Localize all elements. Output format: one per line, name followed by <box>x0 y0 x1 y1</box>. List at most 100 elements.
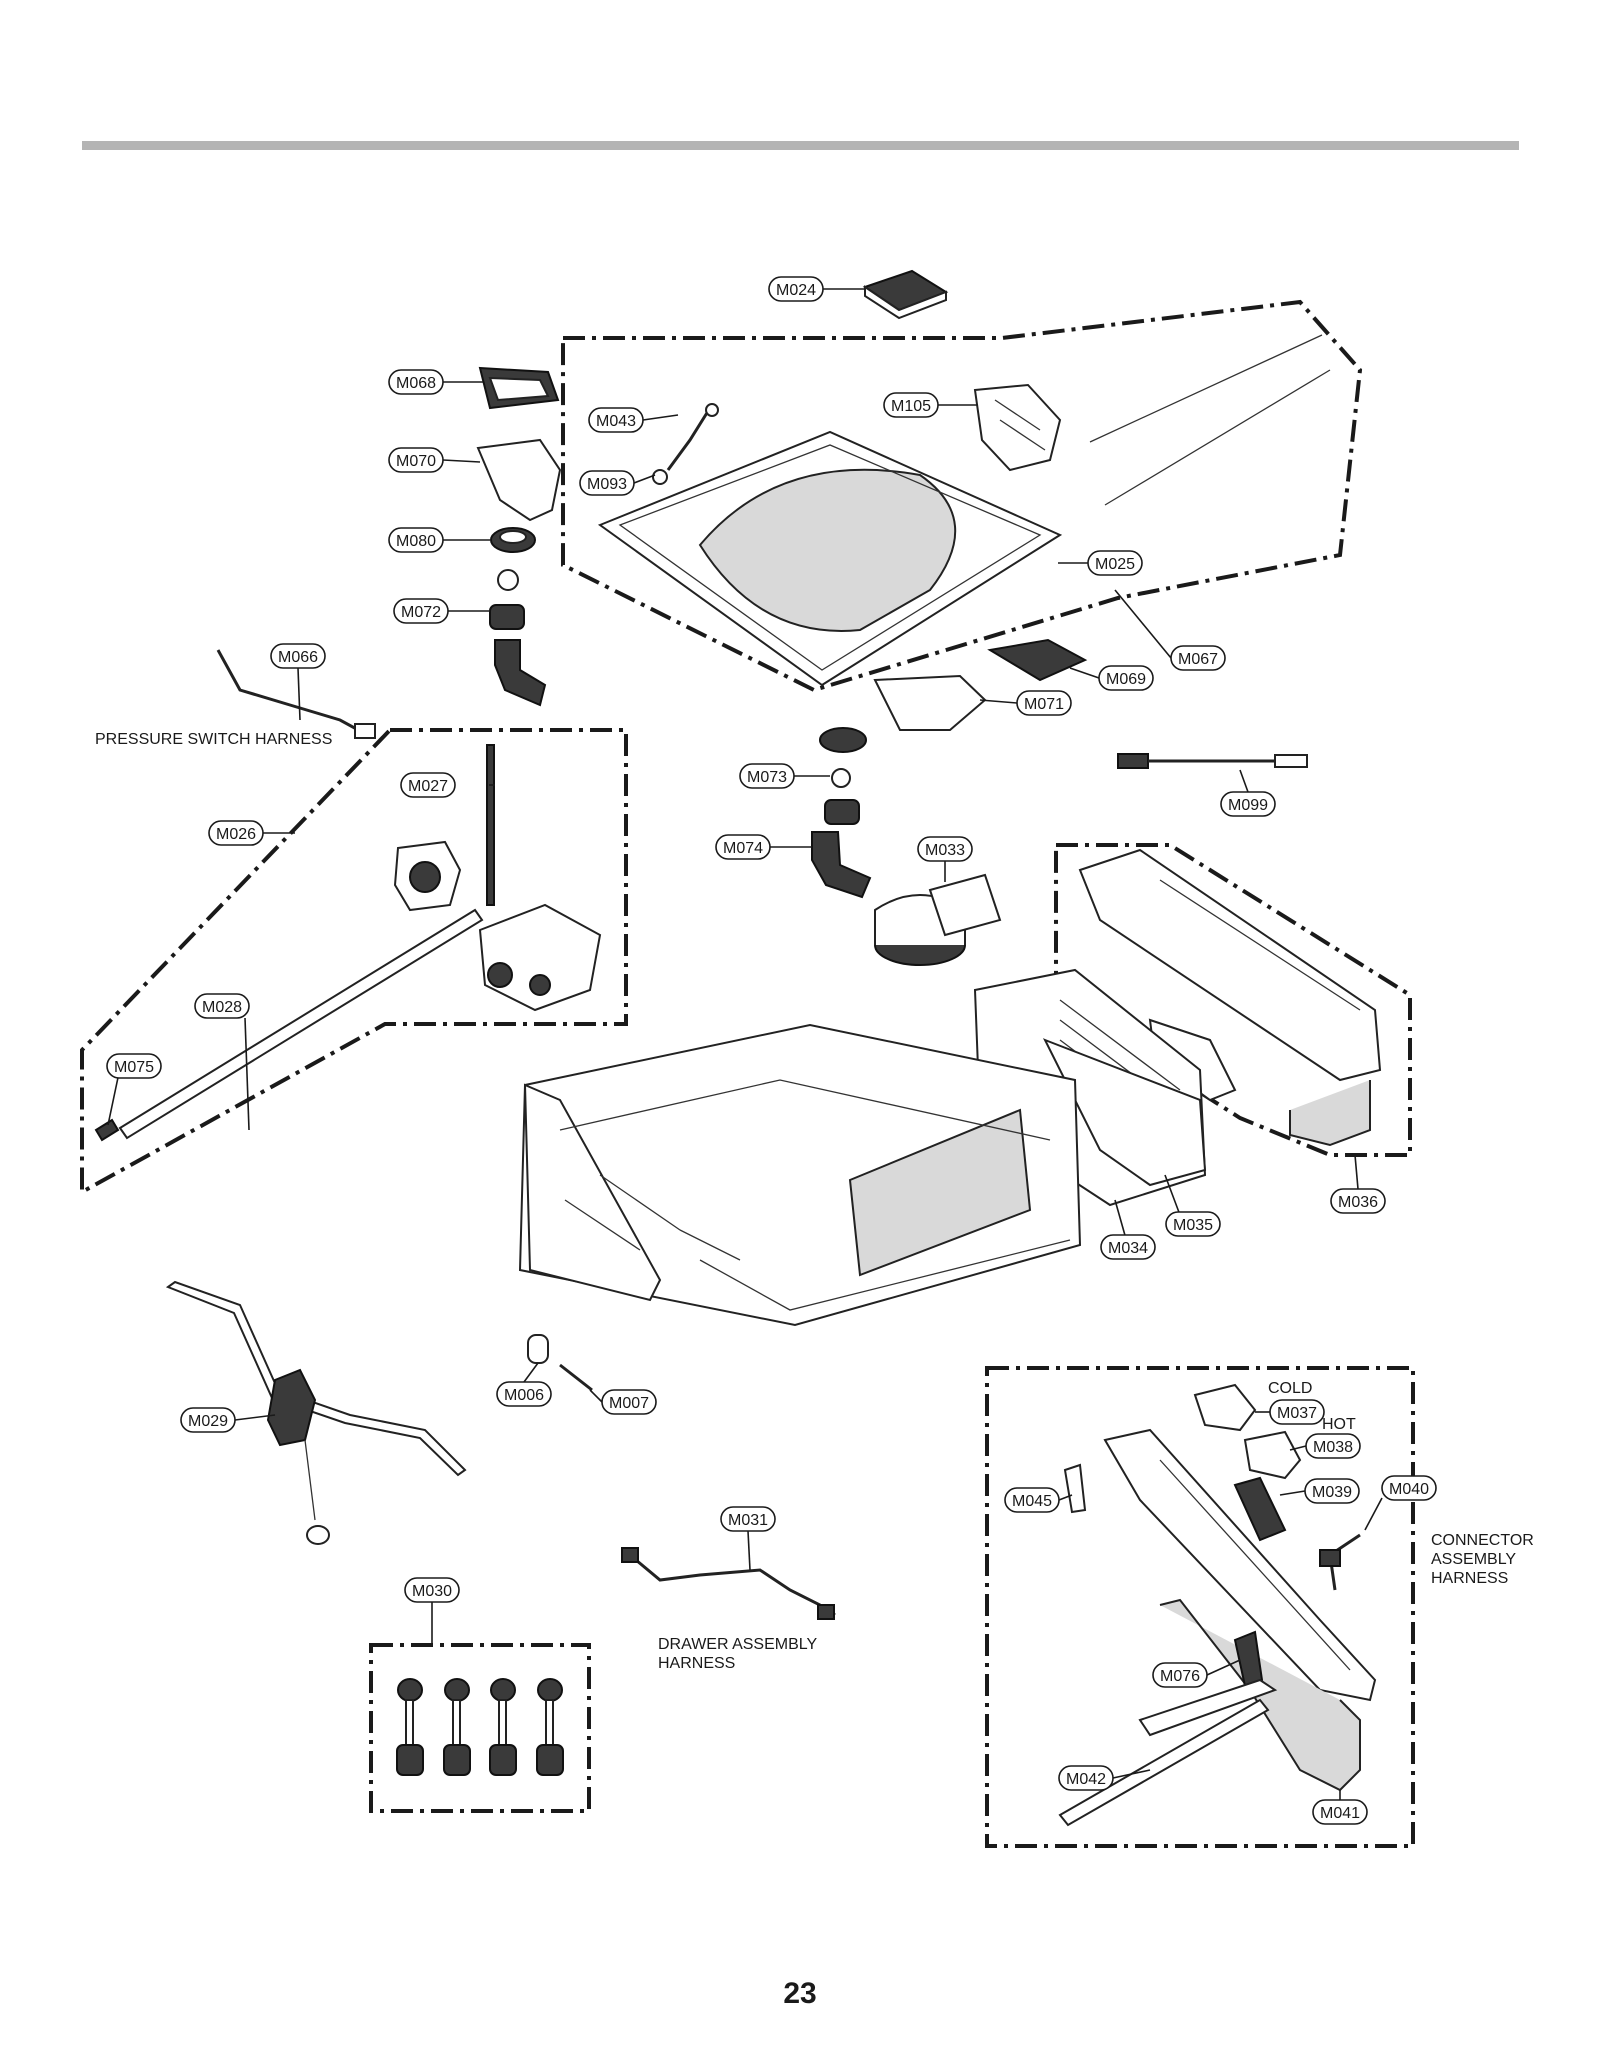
part-M036-housing <box>1078 848 1382 1147</box>
callout-M070: M070 <box>388 447 444 473</box>
part-M035-panel <box>1042 1038 1207 1187</box>
svg-text:M067: M067 <box>1178 651 1218 668</box>
svg-text:M026: M026 <box>216 826 256 843</box>
part-M105-valve <box>973 383 1062 472</box>
callout-M007: M007 <box>601 1389 657 1415</box>
part-M033-motor <box>874 873 1002 966</box>
callout-M037: M037 <box>1269 1399 1325 1425</box>
mount-group-border <box>369 1643 591 1813</box>
svg-text:M070: M070 <box>396 453 436 470</box>
callout-M033: M033 <box>917 836 973 862</box>
part-M068-dispenser-top <box>478 366 560 410</box>
part-drawer-cabinet <box>518 1023 1082 1327</box>
part-M099-rod <box>1117 753 1308 769</box>
part-M042-tube <box>1058 1698 1270 1827</box>
part-M040-connector <box>1319 1533 1361 1591</box>
callout-M025: M025 <box>1087 550 1143 576</box>
part-O-ring-left <box>497 569 519 591</box>
svg-text:M043: M043 <box>596 413 636 430</box>
svg-text:M073: M073 <box>747 769 787 786</box>
svg-text:M075: M075 <box>114 1059 154 1076</box>
callout-M045: M045 <box>1004 1487 1060 1513</box>
part-M029-float-bar <box>165 1280 467 1545</box>
connector-assembly-harness-label-line3: HARNESS <box>1431 1570 1508 1587</box>
svg-text:M066: M066 <box>278 649 318 666</box>
svg-text:M069: M069 <box>1106 671 1146 688</box>
callout-M071: M071 <box>1016 690 1072 716</box>
part-M025-top-cover <box>597 334 1331 687</box>
svg-text:M099: M099 <box>1228 797 1268 814</box>
leader-lines <box>107 288 1383 1800</box>
part-M030-mounts <box>396 1678 564 1776</box>
svg-text:M027: M027 <box>408 778 448 795</box>
cold-label: COLD <box>1268 1380 1312 1397</box>
pump-group-border <box>80 728 628 1196</box>
callout-M036: M036 <box>1330 1188 1386 1214</box>
callout-M041: M041 <box>1312 1799 1368 1825</box>
callout-M075: M075 <box>106 1053 162 1079</box>
part-M038-hot-valve <box>1243 1430 1302 1480</box>
svg-text:M042: M042 <box>1066 1771 1106 1788</box>
valve-housing-group-border <box>1054 843 1412 1157</box>
svg-text:M040: M040 <box>1389 1481 1429 1498</box>
callout-M028: M028 <box>194 993 250 1019</box>
callout-M006: M006 <box>496 1381 552 1407</box>
svg-text:M080: M080 <box>396 533 436 550</box>
page-number: 23 <box>783 1977 816 2010</box>
part-M069-dispenser-top <box>987 638 1088 682</box>
svg-text:M076: M076 <box>1160 1668 1200 1685</box>
callout-M099: M099 <box>1220 791 1276 817</box>
part-M027-rod <box>486 744 495 906</box>
svg-text:M039: M039 <box>1312 1484 1352 1501</box>
svg-text:M025: M025 <box>1095 556 1135 573</box>
callout-M026: M026 <box>208 820 264 846</box>
part-M070-dispenser-cup <box>476 438 562 522</box>
svg-text:M035: M035 <box>1173 1217 1213 1234</box>
callout-M027: M027 <box>400 772 456 798</box>
svg-text:M093: M093 <box>587 476 627 493</box>
callout-M024: M024 <box>768 276 824 302</box>
callout-M030: M030 <box>404 1577 460 1603</box>
callout-M040: M040 <box>1381 1475 1437 1501</box>
svg-text:M037: M037 <box>1277 1405 1317 1422</box>
callout-M080: M080 <box>388 527 444 553</box>
svg-text:M105: M105 <box>891 398 931 415</box>
callout-M093: M093 <box>579 470 635 496</box>
svg-text:M030: M030 <box>412 1583 452 1600</box>
part-M037-cold-valve <box>1193 1383 1257 1432</box>
svg-text:M072: M072 <box>401 604 441 621</box>
callout-M066: M066 <box>270 643 326 669</box>
svg-text:M071: M071 <box>1024 696 1064 713</box>
callout-M039: M039 <box>1304 1478 1360 1504</box>
callout-M043: M043 <box>588 407 644 433</box>
svg-text:M038: M038 <box>1313 1439 1353 1456</box>
callout-M073: M073 <box>739 763 795 789</box>
svg-text:M034: M034 <box>1108 1240 1148 1257</box>
svg-text:M033: M033 <box>925 842 965 859</box>
callout-M035: M035 <box>1165 1211 1221 1237</box>
callout-M034: M034 <box>1100 1234 1156 1260</box>
svg-text:M028: M028 <box>202 999 242 1016</box>
part-M006-bushing <box>527 1334 549 1364</box>
part-M073-ring <box>819 727 867 825</box>
header-rule <box>82 141 1519 150</box>
callout-M068: M068 <box>388 369 444 395</box>
part-M045-hose <box>1063 1463 1087 1514</box>
pressure-switch-harness-label: PRESSURE SWITCH HARNESS <box>95 731 332 748</box>
hot-label: HOT <box>1322 1416 1356 1433</box>
part-M066-harness <box>216 649 376 739</box>
part-drain-pump <box>478 903 602 1012</box>
callout-M105: M105 <box>883 392 939 418</box>
top-cover-group-border <box>561 299 1363 693</box>
svg-text:M031: M031 <box>728 1512 768 1529</box>
svg-text:M036: M036 <box>1338 1194 1378 1211</box>
callout-M029: M029 <box>180 1407 236 1433</box>
part-M074-elbow <box>811 831 872 899</box>
part-M043-hose <box>652 403 719 485</box>
part-M028-tube <box>118 908 484 1140</box>
callout-M076: M076 <box>1152 1662 1208 1688</box>
drawer-assembly-harness-label-line1: DRAWER ASSEMBLY <box>658 1636 817 1653</box>
part-M007-pin <box>559 1363 593 1392</box>
svg-text:M068: M068 <box>396 375 436 392</box>
